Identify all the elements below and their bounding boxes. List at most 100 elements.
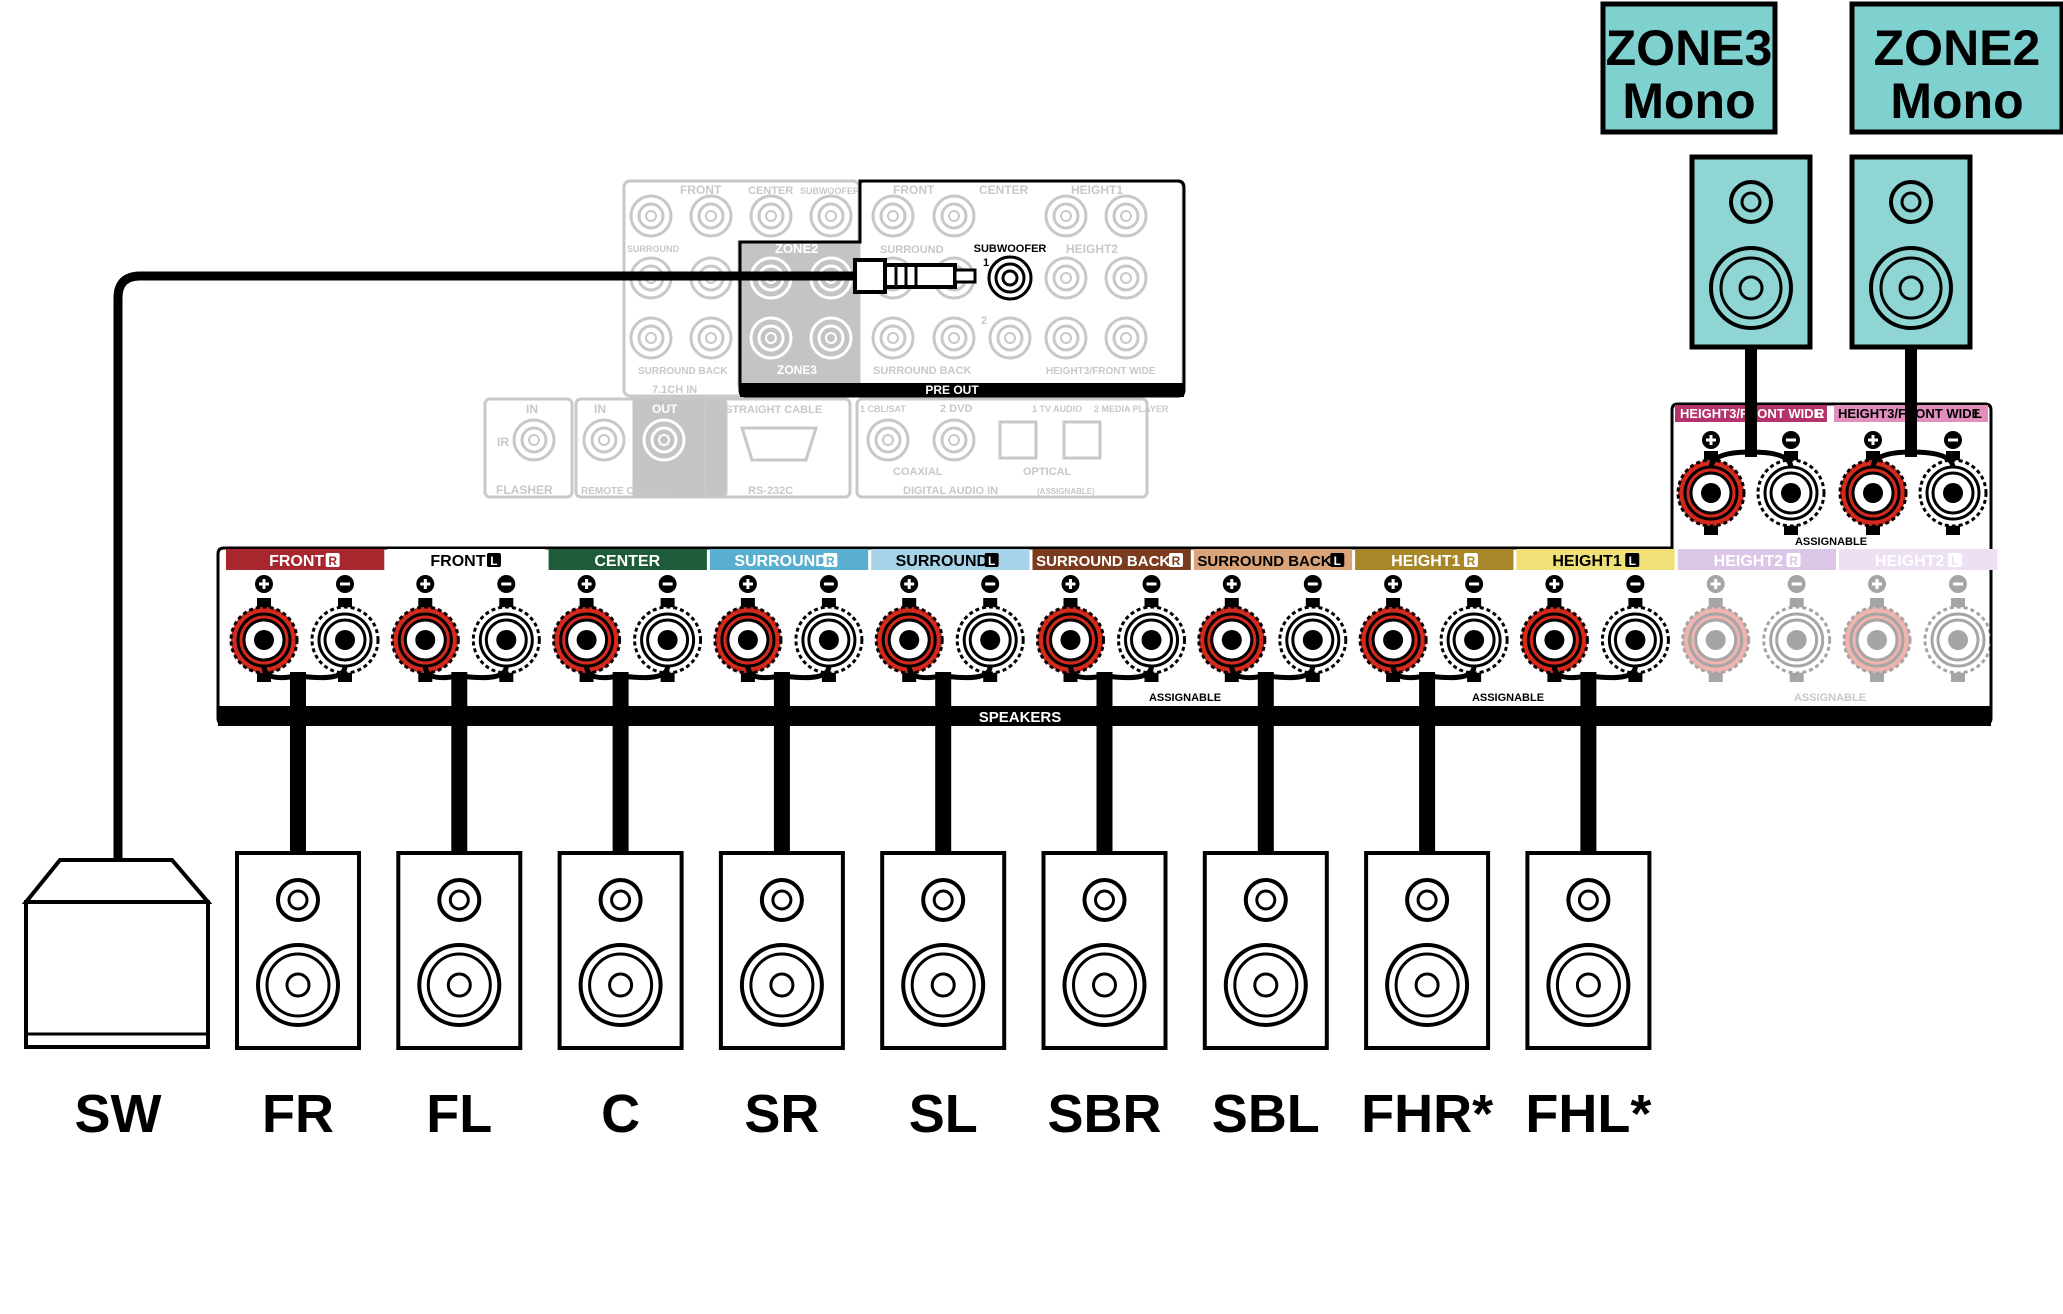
zone2-mono: Mono xyxy=(1890,73,2023,129)
zone2-title: ZONE2 xyxy=(1874,20,2041,76)
terminal-minus-1 xyxy=(471,598,541,682)
preout-subwoofer-label: SUBWOOFER xyxy=(800,186,860,196)
plus-sign-10 xyxy=(1868,575,1886,593)
speaker-label-sl: SL xyxy=(909,1084,978,1144)
assignable-sb: ASSIGNABLE xyxy=(1149,692,1221,704)
preout-jack xyxy=(1044,194,1088,238)
assignable-height1: ASSIGNABLE xyxy=(1472,692,1544,704)
minus-sign-6 xyxy=(1303,575,1322,593)
preout-sub-label: SUBWOOFER xyxy=(974,243,1047,255)
preout-front2-label: FRONT xyxy=(893,183,935,197)
wire-6 xyxy=(1257,672,1274,853)
plus-sign-8 xyxy=(1545,575,1564,593)
tv-audio-label: 1 TV AUDIO xyxy=(1032,404,1082,414)
speaker-5 xyxy=(880,851,1007,1050)
zone3-mono: Mono xyxy=(1622,73,1755,129)
preout-jack xyxy=(932,418,976,462)
wire-minus-5 xyxy=(1106,665,1154,681)
zone-wire-1 xyxy=(1905,347,1917,457)
preout-surround-back2-label: SURROUND BACK xyxy=(873,365,971,377)
channel-side-10: L xyxy=(1951,554,1958,568)
plus-sign-3 xyxy=(738,575,757,593)
channel-side-6: L xyxy=(1334,554,1341,568)
terminal-minus-5 xyxy=(1117,598,1186,682)
channel-side-0: R xyxy=(328,554,337,568)
preout-front-label: FRONT xyxy=(680,183,722,197)
terminals xyxy=(229,431,1993,682)
asterisk: * xyxy=(1472,1084,1493,1144)
speaker-label-sbr: SBR xyxy=(1047,1084,1161,1144)
speakers xyxy=(235,851,1652,1050)
zone3-title: ZONE3 xyxy=(1606,20,1773,76)
coaxial-label: COAXIAL xyxy=(893,466,943,478)
media-player-label: 2 MEDIA PLAYER xyxy=(1094,404,1169,414)
subwoofer-cable xyxy=(113,271,860,860)
h3-terminal-minus-0 xyxy=(1756,451,1826,535)
speaker-8 xyxy=(1364,851,1491,1050)
channel-tab-2: CENTER xyxy=(548,549,707,570)
terminal-plus-2 xyxy=(552,598,622,682)
minus-sign-1 xyxy=(497,575,516,593)
wire-minus-3 xyxy=(783,665,832,681)
minus-sign-8 xyxy=(1626,575,1645,593)
speaker-1 xyxy=(235,851,361,1050)
remote-control-label: REMOTE CONTROL xyxy=(581,486,676,497)
minus-sign-10 xyxy=(1949,575,1967,593)
plus-sign-0 xyxy=(255,575,273,593)
asterisk: * xyxy=(1630,1084,1651,1144)
channel-label-8: HEIGHT1 xyxy=(1552,553,1621,570)
speaker-label-sbl: SBL xyxy=(1212,1084,1320,1144)
preout-label: PRE OUT xyxy=(925,383,979,397)
channel-label-7: HEIGHT1 xyxy=(1391,553,1460,570)
speaker-label-fhl: FHL* xyxy=(1525,1084,1651,1144)
preout-jack xyxy=(809,194,853,238)
plus-sign-2 xyxy=(577,575,596,593)
preout-71ch-label: 7.1CH IN xyxy=(652,384,697,396)
speaker-4 xyxy=(718,851,845,1050)
rs232c-connector xyxy=(739,426,819,462)
preout-jack xyxy=(1104,316,1148,360)
plus-sign-1 xyxy=(416,575,435,593)
channel-label-10: HEIGHT2 xyxy=(1875,553,1944,570)
speakers-label: SPEAKERS xyxy=(979,709,1062,726)
optical-label: OPTICAL xyxy=(1023,466,1072,478)
wire-minus-8 xyxy=(1590,665,1638,681)
h3-plus-sign-0 xyxy=(1702,431,1720,449)
preout-surround2-label: SURROUND xyxy=(880,244,944,256)
channel-side-5: R xyxy=(1172,554,1181,568)
terminal-minus-10 xyxy=(1923,598,1993,682)
terminal-minus-4 xyxy=(955,598,1025,682)
speaker-2 xyxy=(396,851,523,1050)
minus-sign-5 xyxy=(1142,575,1161,593)
terminal-minus-3 xyxy=(794,598,864,682)
preout-surround-label: SURROUND xyxy=(627,244,680,254)
cbl-sat-label: 1 CBL/SAT xyxy=(860,404,906,414)
wire-3 xyxy=(773,672,790,853)
wire-minus-2 xyxy=(622,665,671,681)
preout-jack xyxy=(582,418,626,462)
preout-jack xyxy=(1104,256,1148,300)
preout-jack xyxy=(866,418,910,462)
wire-minus-6 xyxy=(1267,665,1316,681)
plus-sign-5 xyxy=(1061,575,1080,593)
speaker-3 xyxy=(557,851,684,1050)
preout-jack xyxy=(512,418,556,462)
speaker-6 xyxy=(1041,851,1168,1050)
preout-height2-label: HEIGHT2 xyxy=(1066,242,1118,256)
preout-sub1-label: 1 xyxy=(983,257,989,269)
channel-side-3: R xyxy=(826,554,835,568)
h3-terminal-plus-1 xyxy=(1838,451,1908,535)
h3-terminal-plus-0 xyxy=(1676,451,1746,535)
speaker-9 xyxy=(1525,851,1652,1050)
rc-in-label: IN xyxy=(594,402,606,416)
wire-8 xyxy=(1580,672,1597,853)
zone-wire-split-0 xyxy=(1708,449,1794,469)
